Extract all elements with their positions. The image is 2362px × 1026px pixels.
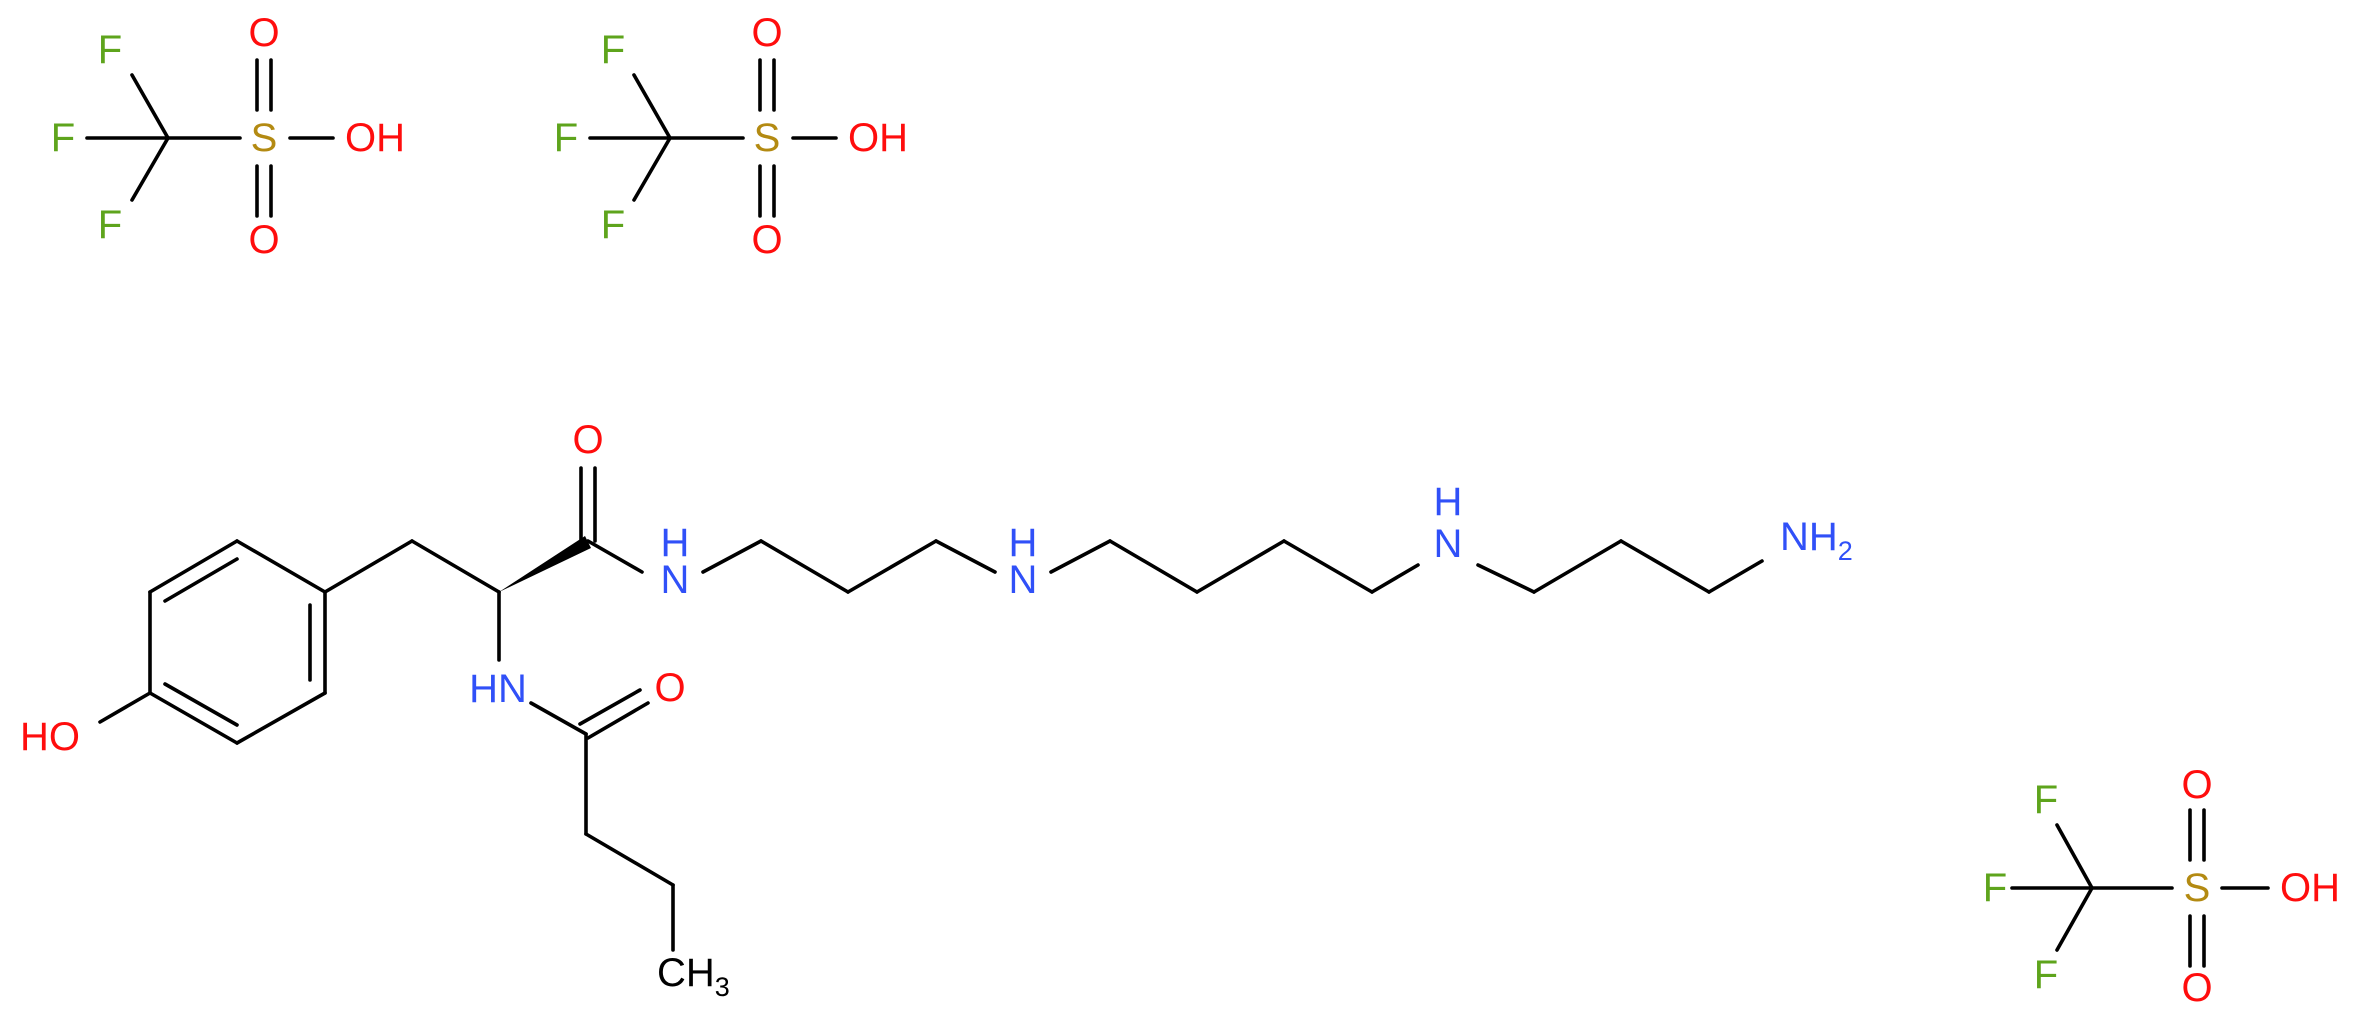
bond <box>934 539 997 574</box>
fluorine-atom: F <box>98 203 122 247</box>
bond <box>759 539 850 594</box>
amide-hydrogen: H <box>661 521 690 565</box>
triflic-acid-2: F F F S O O OH <box>554 11 908 262</box>
fluorine-atom: F <box>1983 866 2007 910</box>
hydroxyl-group: HO <box>20 715 80 759</box>
triflic-acid-1: F F F S O O OH <box>51 11 405 262</box>
fluorine-atom: F <box>601 28 625 72</box>
amide-nitrogen: HN <box>469 667 527 711</box>
oxygen-atom: O <box>2181 763 2212 807</box>
oxygen-atom: O <box>2181 966 2212 1010</box>
amine-hydrogen: H <box>1434 480 1463 524</box>
fluorine-atom: F <box>554 116 578 160</box>
oxygen-atom: O <box>572 418 603 462</box>
bond <box>148 691 239 745</box>
bond <box>701 539 763 574</box>
bond <box>323 539 414 594</box>
oxygen-atom: O <box>751 11 782 55</box>
oxygen-atom: O <box>751 218 782 262</box>
fluorine-atom: F <box>51 116 75 160</box>
fluorine-atom: F <box>2034 953 2058 997</box>
bond <box>586 701 650 740</box>
bond <box>235 691 327 745</box>
bond <box>130 136 170 202</box>
bond <box>1707 559 1764 594</box>
bond <box>586 539 644 574</box>
bond <box>632 136 672 202</box>
bond <box>632 73 672 140</box>
fluorine-atom: F <box>2034 778 2058 822</box>
oxygen-atom: O <box>248 218 279 262</box>
bond <box>584 832 675 887</box>
bond <box>1108 539 1199 594</box>
amine-nitrogen: N <box>1434 522 1463 566</box>
bond <box>1476 563 1536 594</box>
hydroxyl-group: OH <box>2280 866 2340 910</box>
stereo-wedge-bond <box>499 536 591 592</box>
amine-hydrogen: H <box>1009 521 1038 565</box>
amine-nitrogen: N <box>1009 558 1038 602</box>
bond <box>163 557 239 603</box>
bond <box>1282 539 1374 594</box>
bond <box>1370 563 1420 594</box>
fluorine-atom: F <box>601 203 625 247</box>
bond <box>529 701 588 736</box>
primary-amine: NH2 <box>1780 515 1853 566</box>
bond <box>578 688 642 726</box>
bond <box>98 691 152 724</box>
methyl-group: CH3 <box>657 951 730 1002</box>
sulfur-atom: S <box>754 116 781 160</box>
bond <box>163 682 239 727</box>
hydroxyl-group: OH <box>345 116 405 160</box>
sulfur-atom: S <box>251 116 278 160</box>
triflic-acid-3: F F F S O O OH <box>1983 763 2340 1010</box>
amide-nitrogen: N <box>661 558 690 602</box>
bond <box>846 539 938 594</box>
sulfur-atom: S <box>2184 866 2211 910</box>
bond <box>2055 823 2094 890</box>
bond <box>1195 539 1286 594</box>
tyrosine-polyamine-conjugate: HO O N H N H N H <box>20 418 1853 1002</box>
fluorine-atom: F <box>98 28 122 72</box>
bond <box>130 73 170 140</box>
oxygen-atom: O <box>654 666 685 710</box>
bond <box>410 539 501 594</box>
bond <box>2055 886 2094 952</box>
hydroxyl-group: OH <box>848 116 908 160</box>
bond <box>1532 539 1623 594</box>
bond <box>235 539 327 594</box>
bond <box>148 539 239 594</box>
oxygen-atom: O <box>248 11 279 55</box>
bond <box>1619 539 1711 594</box>
bond <box>1049 539 1112 574</box>
